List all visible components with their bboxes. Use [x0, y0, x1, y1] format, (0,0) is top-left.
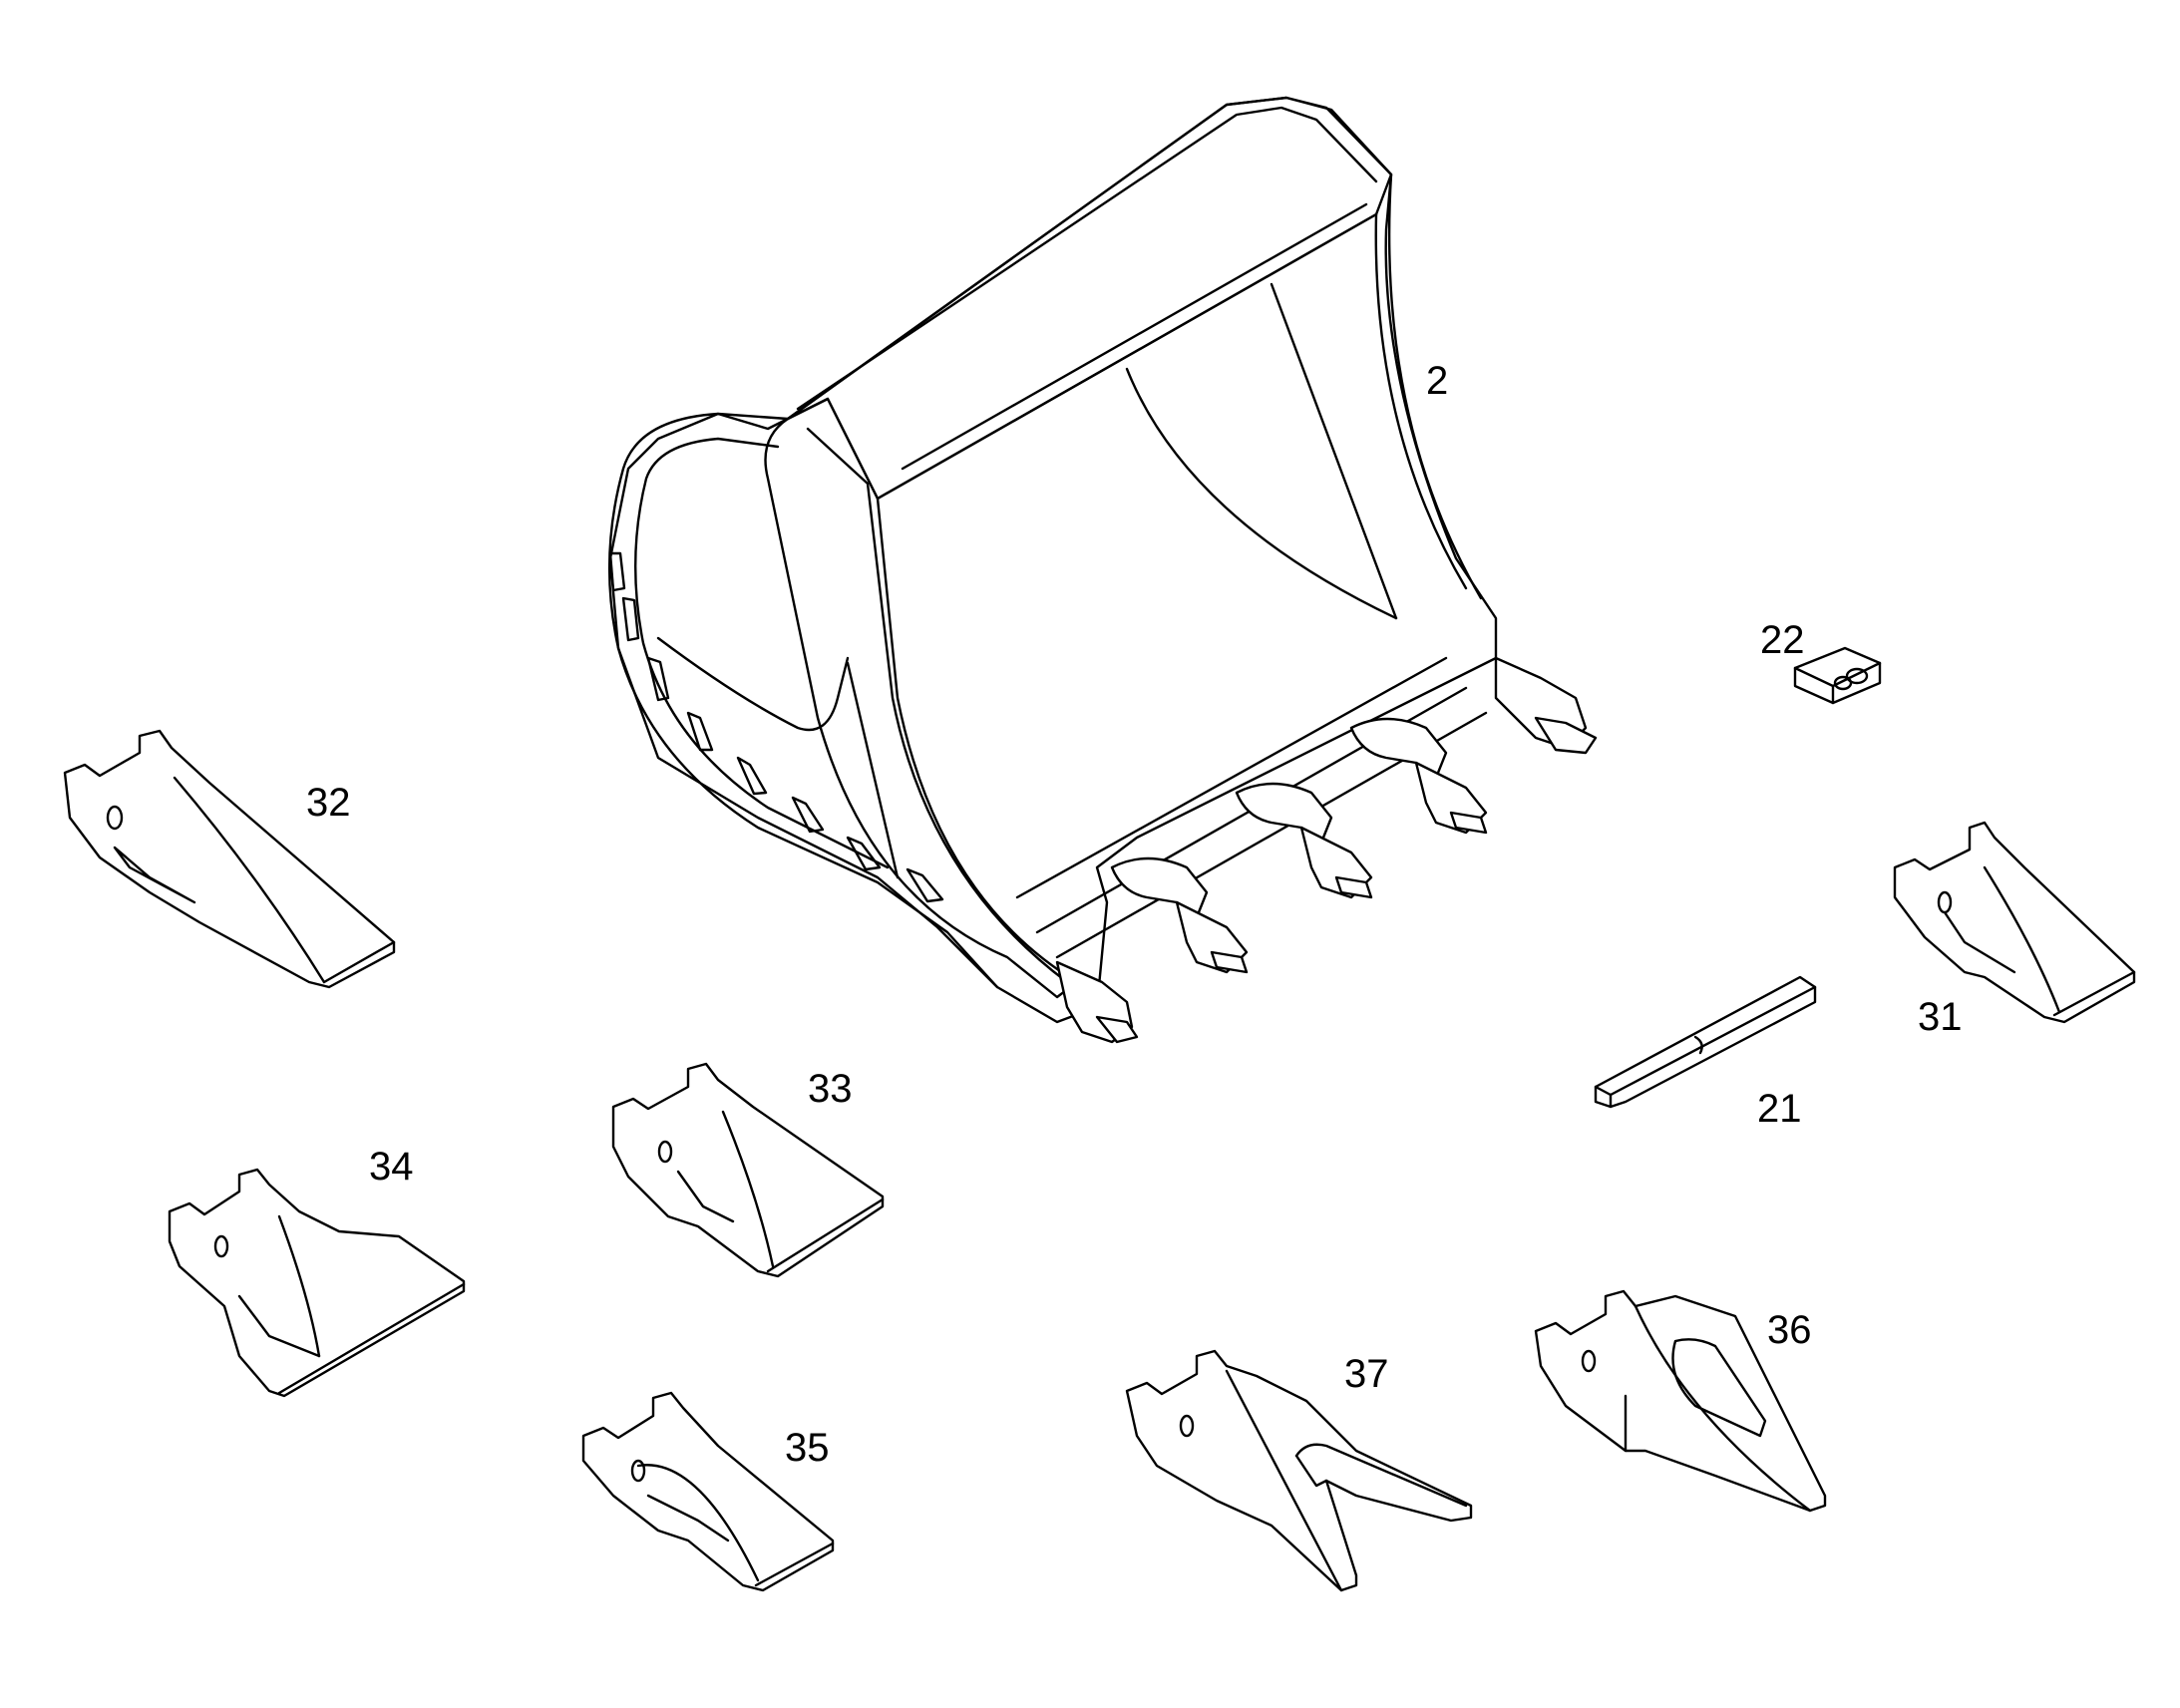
part-37-tooth[interactable]: [1125, 1349, 1473, 1592]
callout-21: 21: [1757, 1087, 1802, 1131]
callout-31: 31: [1918, 995, 1963, 1039]
part-31-tooth[interactable]: [1893, 821, 2136, 1024]
callout-32: 32: [306, 781, 351, 825]
callout-34: 34: [369, 1145, 414, 1189]
callout-37: 37: [1344, 1352, 1389, 1396]
part-2-bucket[interactable]: [607, 96, 1598, 1044]
callout-36: 36: [1767, 1308, 1812, 1352]
callout-35: 35: [785, 1426, 830, 1470]
part-33-tooth[interactable]: [611, 1062, 885, 1278]
callout-2: 2: [1426, 359, 1449, 403]
part-36-tooth[interactable]: [1534, 1289, 1827, 1513]
callout-22: 22: [1760, 618, 1805, 662]
callout-33: 33: [808, 1067, 853, 1111]
part-35-tooth[interactable]: [581, 1391, 835, 1592]
part-22-block[interactable]: [1793, 646, 1882, 705]
part-34-tooth[interactable]: [168, 1168, 466, 1398]
part-21-wear-bar[interactable]: [1594, 975, 1817, 1109]
part-32-tooth[interactable]: [63, 729, 396, 989]
